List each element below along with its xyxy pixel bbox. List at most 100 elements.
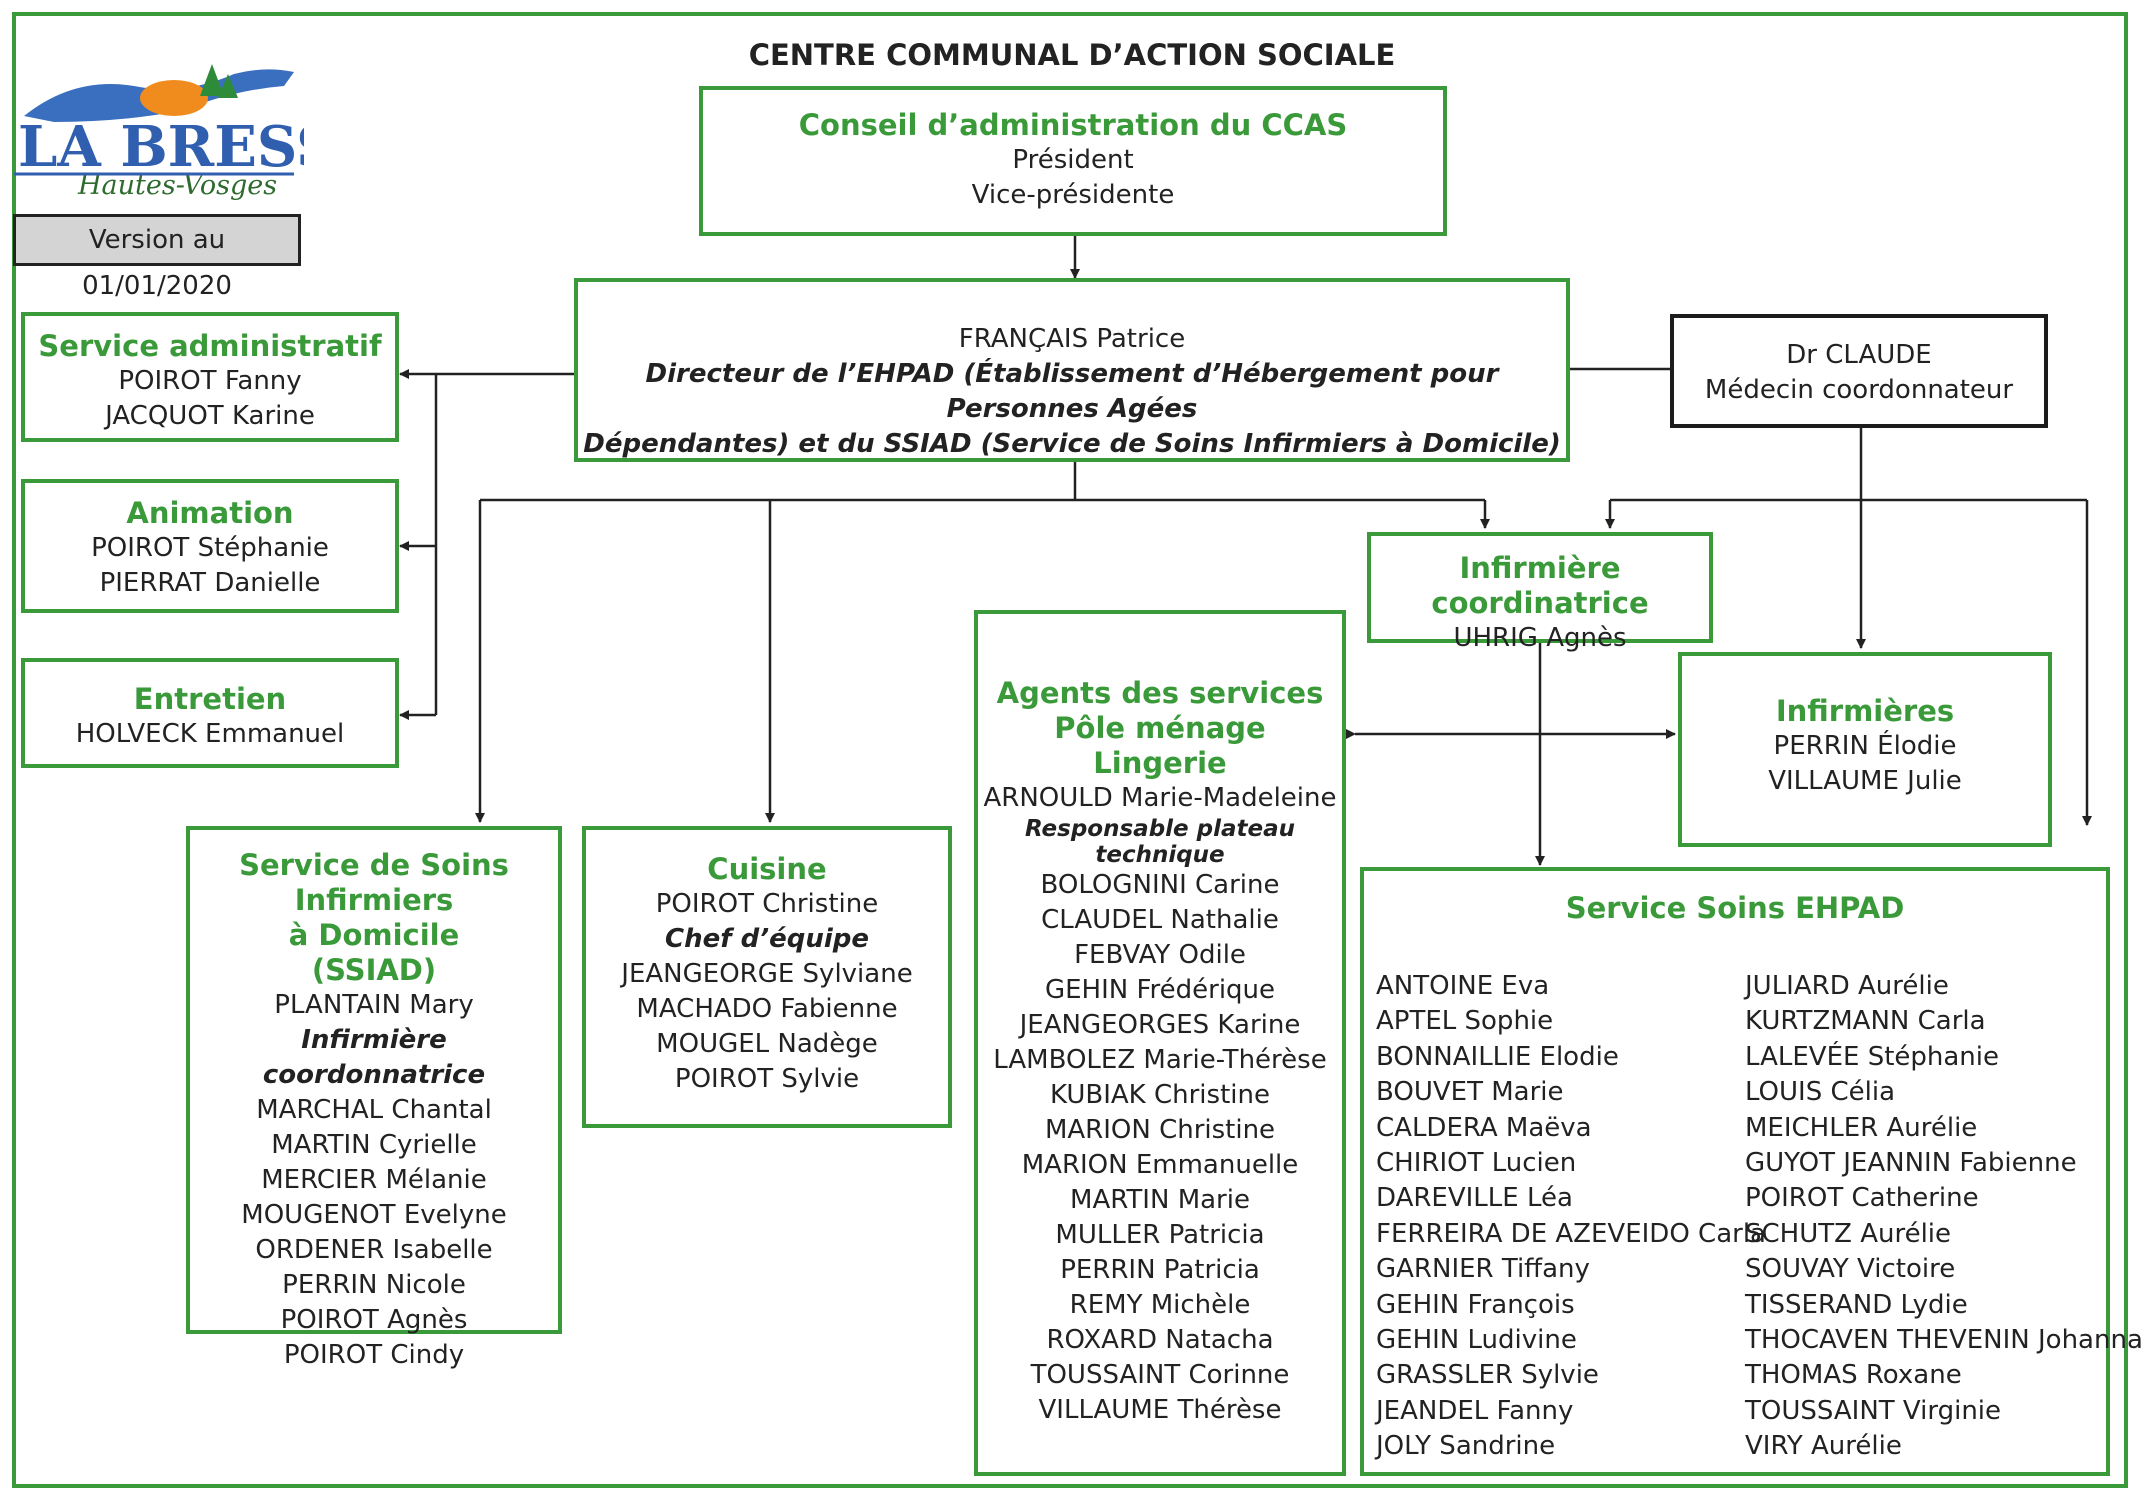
soins-member: BONNAILLIE Elodie	[1376, 1041, 1619, 1072]
soins-member: GARNIER Tiffany	[1376, 1254, 1590, 1285]
administratif-box: Service administratif POIROT Fanny JACQU…	[21, 312, 399, 442]
soins-member: FERREIRA DE AZEVEIDO Carla	[1376, 1218, 1766, 1249]
soins-member: SCHUTZ Aurélie	[1745, 1218, 1952, 1249]
ssiad-member: ORDENER Isabelle	[255, 1235, 493, 1265]
agents-member: PERRIN Patricia	[1060, 1255, 1260, 1285]
soins-member: GUYOT JEANNIN Fabienne	[1745, 1148, 2077, 1179]
agents-member: LAMBOLEZ Marie-Thérèse	[993, 1045, 1327, 1075]
agents-lead-role: Responsable plateau technique	[1024, 816, 1295, 868]
animation-box: Animation POIROT Stéphanie PIERRAT Danie…	[21, 479, 399, 613]
agents-member: FEBVAY Odile	[1074, 940, 1246, 970]
agents-title: Agents des services	[996, 676, 1324, 710]
cuisine-title: Cuisine	[707, 852, 827, 886]
infirmieres-member: VILLAUME Julie	[1768, 766, 1962, 796]
coordinatrice-box: Infirmière coordinatrice UHRIG Agnès	[1367, 532, 1713, 653]
agents-member: VILLAUME Thérèse	[1038, 1395, 1282, 1425]
conseil-box: Conseil d’administration du CCAS Préside…	[699, 86, 1447, 236]
agents-box: Agents des services Pôle ménage Lingerie…	[974, 610, 1346, 1476]
cuisine-lead-role: Chef d’équipe	[665, 924, 869, 954]
animation-member: POIROT Stéphanie	[91, 533, 329, 563]
ssiad-member: POIROT Cindy	[283, 1340, 465, 1370]
agents-title: Pôle ménage	[1054, 711, 1266, 745]
medecin-name: Dr CLAUDE	[1786, 340, 1932, 370]
conseil-title: Conseil d’administration du CCAS	[798, 108, 1348, 142]
agents-member: MARTIN Marie	[1070, 1185, 1250, 1215]
agents-member: GEHIN Frédérique	[1044, 975, 1276, 1005]
page-title: CENTRE COMMUNAL D’ACTION SOCIALE	[748, 38, 1396, 72]
soins-member: VIRY Aurélie	[1745, 1431, 1902, 1462]
ssiad-member: PERRIN Nicole	[282, 1270, 466, 1300]
ssiad-member: MARTIN Cyrielle	[271, 1130, 477, 1160]
administratif-title: Service administratif	[38, 329, 382, 363]
soins-member: BOUVET Marie	[1376, 1077, 1564, 1108]
agents-member: KUBIAK Christine	[1050, 1080, 1270, 1110]
agents-member: CLAUDEL Nathalie	[1041, 905, 1279, 935]
entretien-box: Entretien HOLVECK Emmanuel	[21, 658, 399, 768]
soins-member: JULIARD Aurélie	[1745, 971, 1949, 1001]
agents-member: TOUSSAINT Corinne	[1030, 1360, 1290, 1390]
ssiad-title: (SSIAD)	[311, 953, 437, 987]
ssiad-member: MOUGENOT Evelyne	[241, 1200, 507, 1230]
soins-member: KURTZMANN Carla	[1745, 1006, 1986, 1037]
agents-member: JEANGEORGES Karine	[1019, 1010, 1301, 1040]
logo-graphic: LA BRESSE Hautes-Vosges	[14, 64, 379, 201]
ssiad-lead: PLANTAIN Mary	[274, 990, 474, 1020]
soins-member: TOUSSAINT Virginie	[1745, 1395, 2002, 1426]
la-bresse-logo: LA BRESSE Hautes-Vosges	[14, 56, 379, 206]
ssiad-member: POIROT Agnès	[280, 1305, 468, 1335]
coordinatrice-name: UHRIG Agnès	[1453, 623, 1627, 653]
administratif-member: JACQUOT Karine	[105, 401, 315, 431]
ssiad-lead-role: Infirmière coordonnatrice	[262, 1025, 486, 1090]
soins-member: THOMAS Roxane	[1745, 1360, 1962, 1391]
soins-ehpad-box: Service Soins EHPAD ANTOINE Eva APTEL So…	[1360, 867, 2143, 1476]
cuisine-member: MACHADO Fabienne	[636, 994, 898, 1024]
medecin-box: Dr CLAUDE Médecin coordonnateur	[1670, 314, 2048, 428]
animation-title: Animation	[126, 496, 294, 530]
soins-member: TISSERAND Lydie	[1745, 1289, 1968, 1320]
infirmieres-box: Infirmières PERRIN Élodie VILLAUME Julie	[1678, 652, 2052, 847]
soins-member: DAREVILLE Léa	[1376, 1183, 1573, 1214]
soins-member: GEHIN François	[1376, 1289, 1575, 1320]
director-name: FRANÇAIS Patrice	[958, 324, 1186, 354]
soins-member: MEICHLER Aurélie	[1745, 1112, 1978, 1143]
cuisine-member: POIROT Sylvie	[674, 1064, 860, 1094]
soins-member: JEANDEL Fanny	[1376, 1395, 1574, 1426]
director-box: FRANÇAIS Patrice Directeur de l’EHPAD (É…	[574, 278, 1570, 462]
animation-member: PIERRAT Danielle	[99, 568, 321, 598]
soins-member: THOCAVEN THEVENIN Johanna	[1745, 1325, 2143, 1356]
agents-title: Lingerie	[1093, 746, 1227, 780]
ssiad-member: MARCHAL Chantal	[256, 1095, 492, 1125]
agents-member: MULLER Patricia	[1055, 1220, 1265, 1250]
ssiad-box: Service de Soins Infirmiers à Domicile (…	[186, 826, 562, 1370]
soins-ehpad-title: Service Soins EHPAD	[1565, 891, 1905, 925]
soins-member: POIROT Catherine	[1745, 1183, 1979, 1214]
ssiad-title: à Domicile	[288, 918, 460, 952]
soins-member: ANTOINE Eva	[1376, 971, 1550, 1001]
soins-member: CALDERA Maëva	[1376, 1112, 1592, 1143]
cuisine-lead: POIROT Christine	[655, 889, 879, 919]
soins-member: CHIRIOT Lucien	[1376, 1148, 1577, 1179]
director-role-line1: Directeur de l’EHPAD (Établissement d’Hé…	[645, 359, 1499, 424]
administratif-member: POIROT Fanny	[118, 366, 302, 396]
cuisine-member: MOUGEL Nadège	[656, 1029, 878, 1059]
agents-member: REMY Michèle	[1069, 1290, 1251, 1320]
soins-member: SOUVAY Victoire	[1745, 1254, 1956, 1285]
cuisine-box: Cuisine POIROT Christine Chef d’équipe J…	[582, 826, 952, 1128]
entretien-member: HOLVECK Emmanuel	[75, 719, 345, 749]
soins-ehpad-col1: ANTOINE Eva APTEL Sophie BONNAILLIE Elod…	[1376, 969, 1766, 1465]
ssiad-title: Service de Soins Infirmiers	[239, 848, 509, 917]
soins-member: GEHIN Ludivine	[1376, 1325, 1577, 1356]
agents-member: MARION Emmanuelle	[1021, 1150, 1299, 1180]
conseil-line: Vice-présidente	[971, 180, 1175, 210]
agents-member: MARION Christine	[1044, 1115, 1276, 1145]
infirmieres-member: PERRIN Élodie	[1773, 731, 1957, 761]
coordinatrice-title: Infirmière coordinatrice	[1431, 551, 1649, 620]
cuisine-member: JEANGEORGE Sylviane	[621, 959, 913, 989]
soins-member: GRASSLER Sylvie	[1376, 1360, 1599, 1391]
soins-ehpad-col2: JULIARD Aurélie KURTZMANN Carla LALEVÉE …	[1745, 969, 2143, 1465]
soins-member: LALEVÉE Stéphanie	[1745, 1041, 1999, 1072]
entretien-title: Entretien	[133, 682, 287, 716]
medecin-role: Médecin coordonnateur	[1704, 375, 2014, 405]
page-frame	[12, 12, 2128, 1488]
version-label: Version au 01/01/2020	[13, 214, 301, 301]
